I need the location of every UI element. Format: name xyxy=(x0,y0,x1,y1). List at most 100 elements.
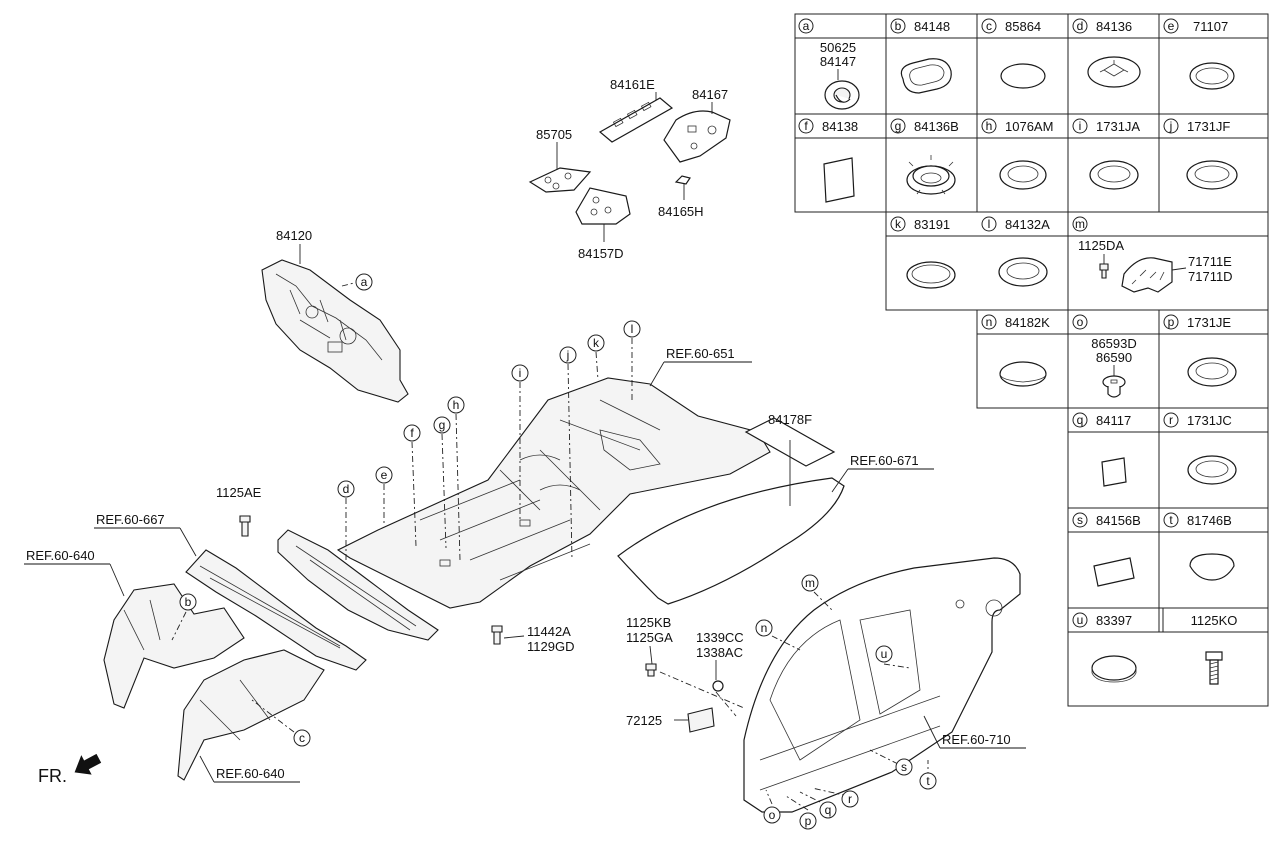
svg-text:85705: 85705 xyxy=(536,127,572,142)
svg-text:84167: 84167 xyxy=(692,87,728,102)
part-72125: 72125 xyxy=(626,707,715,733)
svg-text:1731JC: 1731JC xyxy=(1187,413,1232,428)
side-body-panel xyxy=(743,557,1021,813)
callout-n: n xyxy=(755,619,773,637)
svg-text:r: r xyxy=(1169,413,1173,427)
legend-cell-r: r 1731JC xyxy=(1163,412,1237,485)
svg-text:k: k xyxy=(895,217,902,231)
legend-cell-l: l 84132A xyxy=(981,216,1050,287)
legend-cell-b: b 84148 xyxy=(890,18,952,94)
svg-text:1125AE: 1125AE xyxy=(216,485,262,500)
svg-text:c: c xyxy=(986,19,992,33)
svg-text:72125: 72125 xyxy=(626,713,662,728)
part-84165H: 84165H xyxy=(658,175,704,219)
part-84157D: 84157D xyxy=(575,187,631,261)
callout-o: o xyxy=(763,806,781,824)
legend-table: a 50625 84147 b 84148 c 85864 d 84136 xyxy=(794,13,1269,707)
svg-text:p: p xyxy=(805,814,812,828)
callout-j: j xyxy=(559,346,577,364)
svg-text:1125KO: 1125KO xyxy=(1191,613,1238,628)
dash-lower-panel xyxy=(277,529,439,641)
legend-cell-i: i 1731JA xyxy=(1072,118,1140,190)
callout-a: a xyxy=(355,273,373,291)
svg-text:83397: 83397 xyxy=(1096,613,1132,628)
svg-text:71107: 71107 xyxy=(1193,19,1228,34)
svg-text:11442A: 11442A xyxy=(527,624,571,639)
callout-t: t xyxy=(919,772,937,790)
callout-b: b xyxy=(179,593,197,611)
front-rail-right xyxy=(177,649,325,781)
ref-60-667: REF.60-667 xyxy=(94,512,197,557)
svg-text:a: a xyxy=(361,275,368,289)
svg-text:84120: 84120 xyxy=(276,228,312,243)
svg-text:71711D: 71711D xyxy=(1188,269,1233,284)
callout-leaders xyxy=(171,281,929,811)
svg-text:1125GA: 1125GA xyxy=(626,630,673,645)
svg-text:1731JF: 1731JF xyxy=(1187,119,1230,134)
legend-cell-j: j 1731JF xyxy=(1163,118,1238,190)
front-rail-left xyxy=(103,583,245,709)
callout-g: g xyxy=(433,416,451,434)
svg-text:h: h xyxy=(986,119,993,133)
ref-60-710: REF.60-710 xyxy=(923,715,1026,749)
front-direction-indicator: FR. xyxy=(38,753,102,786)
svg-text:i: i xyxy=(1079,119,1082,133)
svg-text:l: l xyxy=(631,322,634,336)
svg-text:50625: 50625 xyxy=(820,40,856,55)
svg-text:l: l xyxy=(988,217,991,231)
svg-text:u: u xyxy=(881,647,888,661)
svg-text:1125DA: 1125DA xyxy=(1078,238,1124,253)
part-84120-dash-panel: 84120 xyxy=(261,228,409,403)
svg-text:81746B: 81746B xyxy=(1187,513,1232,528)
callout-e: e xyxy=(375,466,393,484)
svg-text:m: m xyxy=(1075,217,1085,231)
legend-cell-u: u 83397 xyxy=(1072,612,1137,683)
svg-text:REF.60-671: REF.60-671 xyxy=(850,453,919,468)
svg-text:86593D: 86593D xyxy=(1091,336,1137,351)
part-84161E: 84161E xyxy=(598,77,674,143)
legend-cell-t: t 81746B xyxy=(1163,512,1235,581)
front-arrow-icon xyxy=(74,753,102,775)
legend-cell-a: a 50625 84147 xyxy=(798,18,860,110)
svg-text:1076AM: 1076AM xyxy=(1005,119,1053,134)
callout-m: m xyxy=(801,574,819,592)
legend-cell-d: d 84136 xyxy=(1072,18,1141,88)
svg-text:REF.60-640: REF.60-640 xyxy=(216,766,285,781)
legend-cell-1125ko: 1125KO xyxy=(1191,613,1238,685)
part-1125KB-1125GA: 1125KB 1125GA xyxy=(626,615,673,677)
callout-p: p xyxy=(799,812,817,830)
svg-text:u: u xyxy=(1077,613,1084,627)
svg-text:86590: 86590 xyxy=(1096,350,1132,365)
part-84167: 84167 xyxy=(663,87,731,163)
legend-cell-q: q 84117 xyxy=(1072,412,1131,487)
svg-text:1338AC: 1338AC xyxy=(696,645,743,660)
svg-text:c: c xyxy=(299,731,305,745)
svg-text:1125KB: 1125KB xyxy=(626,615,671,630)
svg-text:b: b xyxy=(895,19,902,33)
svg-text:s: s xyxy=(1077,513,1083,527)
svg-text:j: j xyxy=(1169,119,1173,133)
cowl-panel xyxy=(185,549,367,671)
part-85705: 85705 xyxy=(528,127,592,193)
svg-text:84178F: 84178F xyxy=(768,412,812,427)
svg-text:84136B: 84136B xyxy=(914,119,959,134)
svg-text:s: s xyxy=(901,760,907,774)
svg-text:71711E: 71711E xyxy=(1188,254,1232,269)
part-11442A-1129GD: 11442A 1129GD xyxy=(491,624,574,654)
callout-s: s xyxy=(895,758,913,776)
floor-panel xyxy=(336,377,771,609)
part-1339CC-1338AC: 1339CC 1338AC xyxy=(696,630,744,692)
svg-text:REF.60-640: REF.60-640 xyxy=(26,548,95,563)
callout-l: l xyxy=(623,320,641,338)
legend-cell-o: o 86593D 86590 xyxy=(1072,314,1137,398)
svg-text:d: d xyxy=(1077,19,1084,33)
svg-text:t: t xyxy=(1169,513,1173,527)
svg-text:n: n xyxy=(986,315,993,329)
svg-text:84136: 84136 xyxy=(1096,19,1132,34)
svg-text:84161E: 84161E xyxy=(610,77,655,92)
svg-text:FR.: FR. xyxy=(38,766,67,786)
svg-text:84138: 84138 xyxy=(822,119,858,134)
ref-60-671: REF.60-671 xyxy=(831,453,934,493)
svg-text:o: o xyxy=(1077,315,1084,329)
